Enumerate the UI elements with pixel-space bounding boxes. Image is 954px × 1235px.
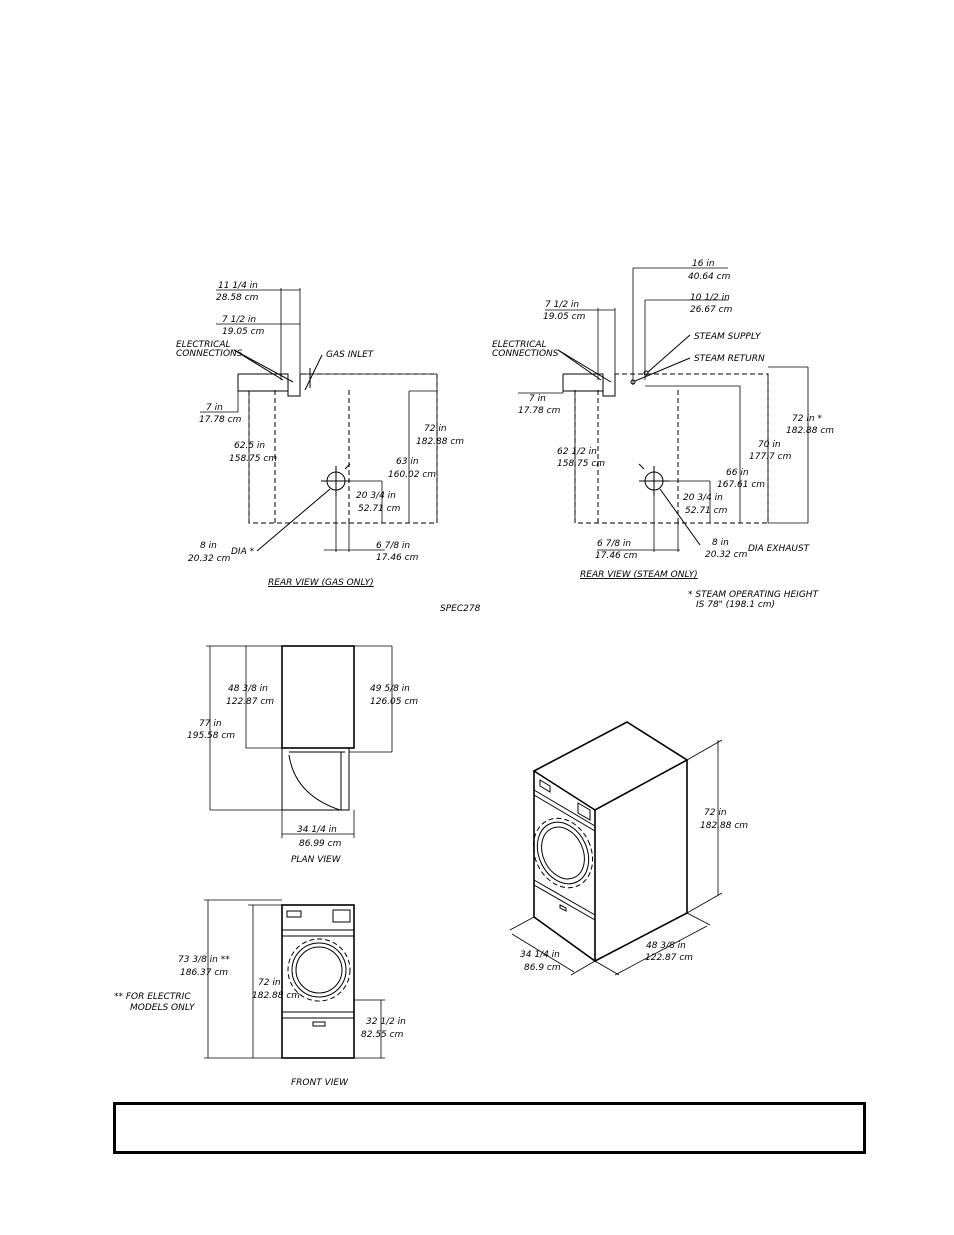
front-title: FRONT VIEW: [291, 1078, 349, 1088]
plan-title: PLAN VIEW: [291, 855, 342, 865]
rg-d5-cm: 160.02 cm: [388, 470, 436, 480]
rs-d10-in: 6 7/8 in: [597, 539, 631, 549]
rs-d8-in: 66 in: [726, 468, 749, 478]
rs-electrical-1: ELECTRICAL: [492, 340, 547, 350]
rg-d7-cm: 52.71 cm: [358, 504, 401, 514]
rg-d8-cm: 17.46 cm: [376, 553, 419, 563]
plan-d1-in: 48 3/8 in: [228, 684, 268, 694]
rs-d2-cm: 26.67 cm: [690, 305, 733, 315]
rs-d6-in: 72 in *: [792, 414, 822, 424]
rg-d4-in: 62.5 in: [234, 441, 265, 451]
rs-electrical-2: CONNECTIONS: [492, 349, 559, 359]
rs-d5-cm: 158.75 cm: [557, 459, 605, 469]
plan-d4-in: 34 1/4 in: [297, 825, 337, 835]
note-box: [113, 1102, 866, 1154]
plan-d2-in: 49 5/8 in: [370, 684, 410, 694]
rg-gas-inlet: GAS INLET: [326, 350, 375, 360]
rg-title: REAR VIEW (GAS ONLY): [268, 578, 374, 588]
rs-d3-cm: 19.05 cm: [543, 312, 586, 322]
front-d2-in: 72 in: [258, 978, 281, 988]
rg-d8-in: 6 7/8 in: [376, 541, 410, 551]
rg-d1-cm: 28.58 cm: [216, 293, 259, 303]
rs-title: REAR VIEW (STEAM ONLY): [580, 570, 698, 580]
rs-steam-return: STEAM RETURN: [694, 354, 765, 364]
rg-d6-in: 72 in: [424, 424, 447, 434]
plan-d2-cm: 126.05 cm: [370, 697, 418, 707]
plan-d4-cm: 86.99 cm: [299, 839, 342, 849]
iso-d3-cm: 122.87 cm: [645, 953, 693, 963]
front-d2-cm: 182.88 cm: [252, 991, 300, 1001]
rs-d5-in: 62 1/2 in: [557, 447, 597, 457]
electric-footnote-2: MODELS ONLY: [130, 1003, 196, 1013]
rs-d11-in: 8 in: [712, 538, 729, 548]
rg-d6-cm: 182.88 cm: [416, 437, 464, 447]
front-d3-cm: 82.55 cm: [361, 1030, 404, 1040]
rs-d7-in: 70 in: [758, 440, 781, 450]
iso-d1-cm: 182.88 cm: [700, 821, 748, 831]
rear-view-steam: [518, 267, 809, 552]
rs-d1-cm: 40.64 cm: [688, 272, 731, 282]
iso-d3-in: 48 3/8 in: [646, 941, 686, 951]
rs-d6-cm: 182.88 cm: [786, 426, 834, 436]
electric-footnote-1: ** FOR ELECTRIC: [114, 992, 191, 1002]
rear-view-gas: [200, 288, 438, 552]
rg-d2-cm: 19.05 cm: [222, 327, 265, 337]
rg-d5-in: 63 in: [396, 457, 419, 467]
plan-d3-cm: 195.58 cm: [187, 731, 235, 741]
steam-footnote-2: IS 78" (198.1 cm): [696, 600, 775, 610]
rg-d2-in: 7 1/2 in: [222, 315, 256, 325]
front-view: [204, 899, 385, 1059]
plan-d1-cm: 122.87 cm: [226, 697, 274, 707]
rg-d7-in: 20 3/4 in: [356, 491, 396, 501]
rg-d4-cm: 158.75 cm: [229, 454, 277, 464]
front-d3-in: 32 1/2 in: [366, 1017, 406, 1027]
rs-d9-cm: 52.71 cm: [685, 506, 728, 516]
rs-dia-exhaust: DIA EXHAUST: [748, 544, 811, 554]
iso-d2-cm: 86.9 cm: [524, 963, 561, 973]
plan-view: [206, 645, 393, 838]
rs-d9-in: 20 3/4 in: [683, 493, 723, 503]
rg-d3-cm: 17.78 cm: [199, 415, 242, 425]
rs-d11-cm: 20.32 cm: [705, 550, 748, 560]
rs-d2-in: 10 1/2 in: [690, 293, 730, 303]
front-d1-in: 73 3/8 in **: [178, 955, 230, 965]
plan-d3-in: 77 in: [199, 719, 222, 729]
iso-d2-in: 34 1/4 in: [520, 950, 560, 960]
rs-d3-in: 7 1/2 in: [545, 300, 579, 310]
rs-d4-in: 7 in: [529, 394, 546, 404]
rg-dia: DIA *: [231, 547, 255, 557]
rs-d10-cm: 17.46 cm: [595, 551, 638, 561]
isometric-view: [509, 721, 723, 976]
rg-d9-in: 8 in: [200, 541, 217, 551]
rs-d8-cm: 167.61 cm: [717, 480, 765, 490]
rs-d7-cm: 177.7 cm: [749, 452, 792, 462]
rg-electrical-2: CONNECTIONS: [176, 349, 243, 359]
rg-d9-cm: 20.32 cm: [188, 554, 231, 564]
steam-footnote-1: * STEAM OPERATING HEIGHT: [688, 590, 820, 600]
rs-steam-supply: STEAM SUPPLY: [694, 332, 762, 342]
rg-electrical-1: ELECTRICAL: [176, 340, 231, 350]
rs-d1-in: 16 in: [692, 259, 715, 269]
rg-d1-in: 11 1/4 in: [218, 281, 258, 291]
spec-code: SPEC278: [440, 604, 481, 614]
rg-d3-in: 7 in: [206, 403, 223, 413]
front-d1-cm: 186.37 cm: [180, 968, 228, 978]
iso-d1-in: 72 in: [704, 808, 727, 818]
rs-d4-cm: 17.78 cm: [518, 406, 561, 416]
